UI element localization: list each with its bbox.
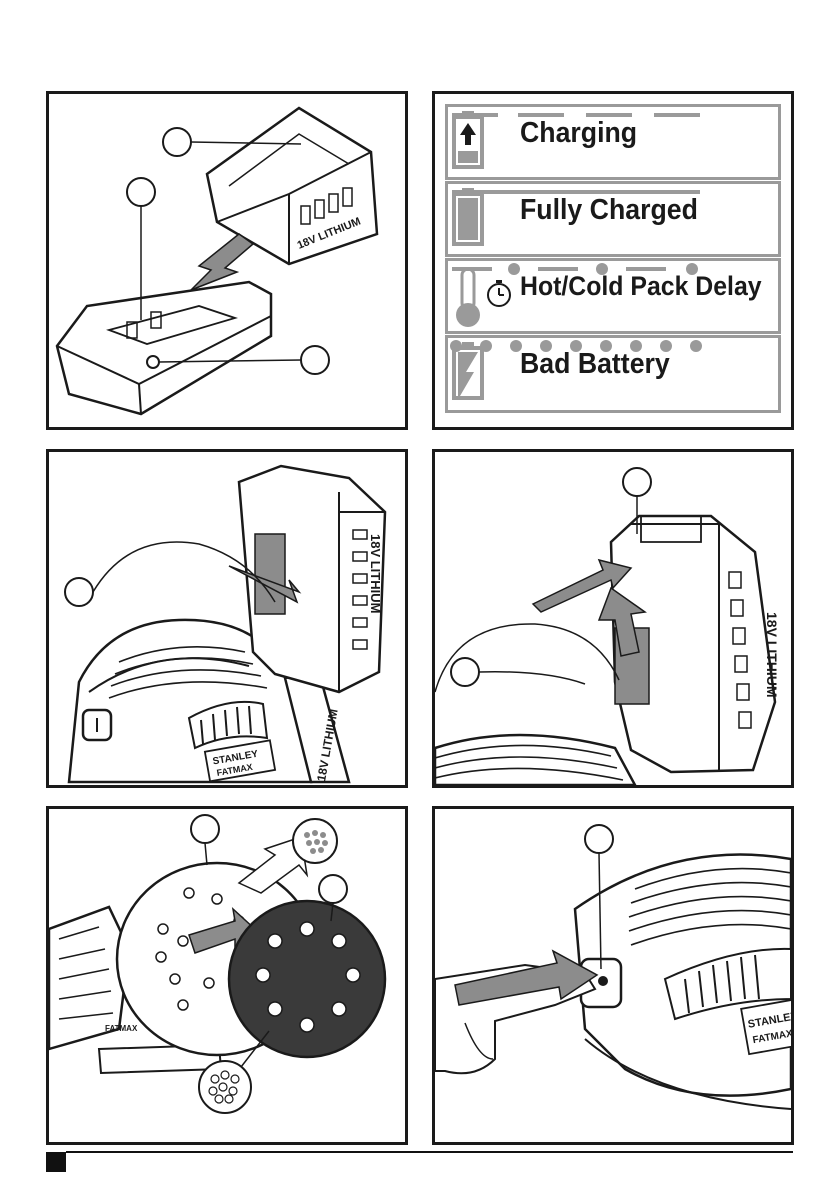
battery-remove-panel: 18V LITHIUM bbox=[432, 449, 794, 788]
battery-brand-text: 18V LITHIUM bbox=[764, 612, 780, 698]
pattern-dash-dot bbox=[448, 261, 708, 277]
status-row-charging: Charging bbox=[445, 104, 781, 180]
callout-i bbox=[585, 825, 613, 853]
status-row-bad-battery: Bad Battery bbox=[445, 335, 781, 413]
callout-a bbox=[163, 128, 191, 156]
power-switch-panel: STANLEY FATMAX bbox=[432, 806, 794, 1145]
callout-f bbox=[451, 658, 479, 686]
charge-status-panel: Charging Fully Charged Hot/Cold bbox=[432, 91, 794, 430]
tool-brand-text: FATMAX bbox=[105, 1024, 138, 1033]
pattern-solid bbox=[448, 184, 708, 200]
battery-remove-drawing: 18V LITHIUM bbox=[435, 452, 791, 785]
callout-d bbox=[65, 578, 93, 606]
callout-e bbox=[623, 468, 651, 496]
battery-insert-panel: STANLEY FATMAX 18V LITHIUM 18V LITHIUM bbox=[46, 449, 408, 788]
sanding-sheet-panel: FATMAX bbox=[46, 806, 408, 1145]
sanding-sheet-drawing: FATMAX bbox=[49, 809, 405, 1142]
pattern-dots bbox=[448, 338, 708, 354]
power-switch-drawing: STANLEY FATMAX bbox=[435, 809, 791, 1142]
callout-g bbox=[191, 815, 219, 843]
callout-c bbox=[301, 346, 329, 374]
status-row-fully-charged: Fully Charged bbox=[445, 181, 781, 257]
callout-h bbox=[319, 875, 347, 903]
footer-rule bbox=[66, 1151, 793, 1153]
status-row-hot-cold-delay: Hot/Cold Pack Delay bbox=[445, 258, 781, 334]
page-number-marker bbox=[46, 1152, 66, 1172]
callout-b bbox=[127, 178, 155, 206]
pattern-long-dash bbox=[448, 107, 708, 123]
charger-illustration-panel: 18V LITHIUM bbox=[46, 91, 408, 430]
battery-brand-text: 18V LITHIUM bbox=[368, 534, 383, 613]
charger-battery-drawing: 18V LITHIUM bbox=[49, 94, 405, 427]
battery-insert-drawing: STANLEY FATMAX 18V LITHIUM 18V LITHIUM bbox=[49, 452, 405, 785]
